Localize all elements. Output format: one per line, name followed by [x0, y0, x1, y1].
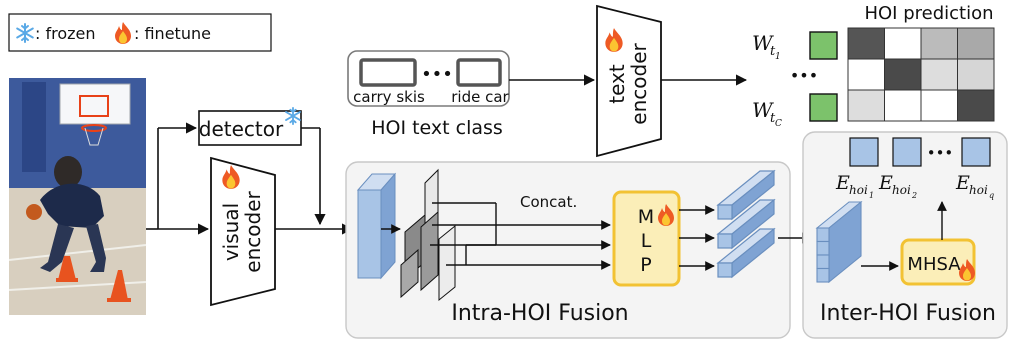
legend-box: : frozen : finetune [8, 13, 272, 52]
prediction-cell [884, 58, 922, 91]
inter-hoi-fusion-panel: Inter-HOI Fusion ••• E hoi 1 E hoi 2 E h… [802, 131, 1008, 339]
text-encoder-line2: encoder [627, 43, 651, 125]
prediction-title: HOI prediction [864, 3, 993, 24]
prediction-cell [847, 58, 885, 91]
prediction-cell [884, 89, 922, 122]
mlp-output-arrows [679, 205, 715, 271]
w-first-label: W [752, 31, 774, 55]
text-class-item-right: ride car [451, 88, 509, 106]
legend-frozen-label: : frozen [35, 24, 96, 43]
text-encoder-line1: text [605, 64, 629, 104]
e-hoi-embedding-2 [892, 137, 922, 167]
mhsa-block: MHSA [900, 238, 976, 286]
mlp-letter-m: M [638, 206, 654, 228]
text-class-caption: HOI text class [371, 117, 503, 139]
mlp-block: M L P [612, 190, 681, 287]
w-last-label: W [752, 98, 774, 122]
mhsa-label: MHSA [907, 254, 961, 275]
text-class-item-left: carry skis [353, 88, 425, 106]
e-hoi-q-label: E [955, 172, 970, 194]
prediction-cell [920, 27, 958, 60]
text-class-slot-right [456, 58, 502, 87]
e-hoi-q-subsub: q [989, 191, 994, 200]
w-last-sub: t [770, 111, 776, 126]
prediction-cell [957, 58, 995, 91]
prediction-cell [957, 27, 995, 60]
w-first-subsub: 1 [775, 52, 781, 62]
text-encoder: text encoder [596, 4, 662, 158]
stacked-tokens [815, 200, 863, 284]
e-hoi-2-subsub: 2 [911, 191, 917, 200]
e-hoi-q-sub: hoi [969, 183, 988, 197]
image-to-encoders-arrows [146, 122, 210, 235]
hoi-prediction: HOI prediction W t 1 ••• W t C [752, 3, 995, 129]
hoi-tokens [716, 169, 776, 279]
e-hoi-1-sub: hoi [849, 183, 868, 197]
feature-map [356, 172, 397, 280]
intra-hoi-fusion-panel: Intra-HOI Fusion Concat. [345, 161, 791, 339]
prediction-cell [957, 89, 995, 122]
visual-encoder-line1: visual [219, 203, 243, 261]
prediction-cell [884, 27, 922, 60]
inter-fusion-title: Inter-HOI Fusion [820, 301, 996, 326]
mlp-letter-l: L [641, 230, 652, 252]
w-first-sub: t [770, 44, 776, 59]
w-last-subsub: C [775, 119, 782, 129]
prediction-cell [847, 27, 885, 60]
hoi-text-class: ••• carry skis ride car HOI text class [347, 50, 510, 139]
detector-label: detector [199, 117, 284, 141]
e-hoi-1-label: E [835, 172, 850, 194]
detector-output-arrow [301, 127, 326, 226]
e-hoi-embedding-q [961, 137, 991, 167]
text-class-ellipsis: ••• [421, 64, 453, 85]
text-embedding-first [809, 31, 838, 60]
e-hoi-embedding-1 [849, 137, 879, 167]
text-class-slot-left [359, 58, 417, 87]
legend-finetune-label: : finetune [134, 24, 211, 43]
prediction-cell [920, 58, 958, 91]
prediction-matrix [847, 27, 995, 122]
prediction-cell [847, 89, 885, 122]
e-hoi-2-sub: hoi [892, 183, 911, 197]
roi-features [400, 168, 456, 302]
e-hoi-2-label: E [878, 172, 893, 194]
visual-encoder-line2: encoder [241, 191, 265, 273]
e-hoi-1-subsub: 1 [869, 191, 874, 200]
visual-encoder: visual encoder [210, 156, 276, 307]
mlp-letter-p: P [640, 254, 651, 276]
text-embedding-last [809, 93, 838, 122]
intra-fusion-title: Intra-HOI Fusion [451, 301, 628, 326]
detector-box: detector [198, 107, 302, 146]
prediction-cell [920, 89, 958, 122]
concat-label: Concat. [520, 193, 577, 211]
w-dots: ••• [790, 66, 818, 85]
input-image [8, 78, 147, 315]
roi-connector-lines [381, 202, 611, 270]
e-hoi-dots: ••• [927, 144, 954, 162]
